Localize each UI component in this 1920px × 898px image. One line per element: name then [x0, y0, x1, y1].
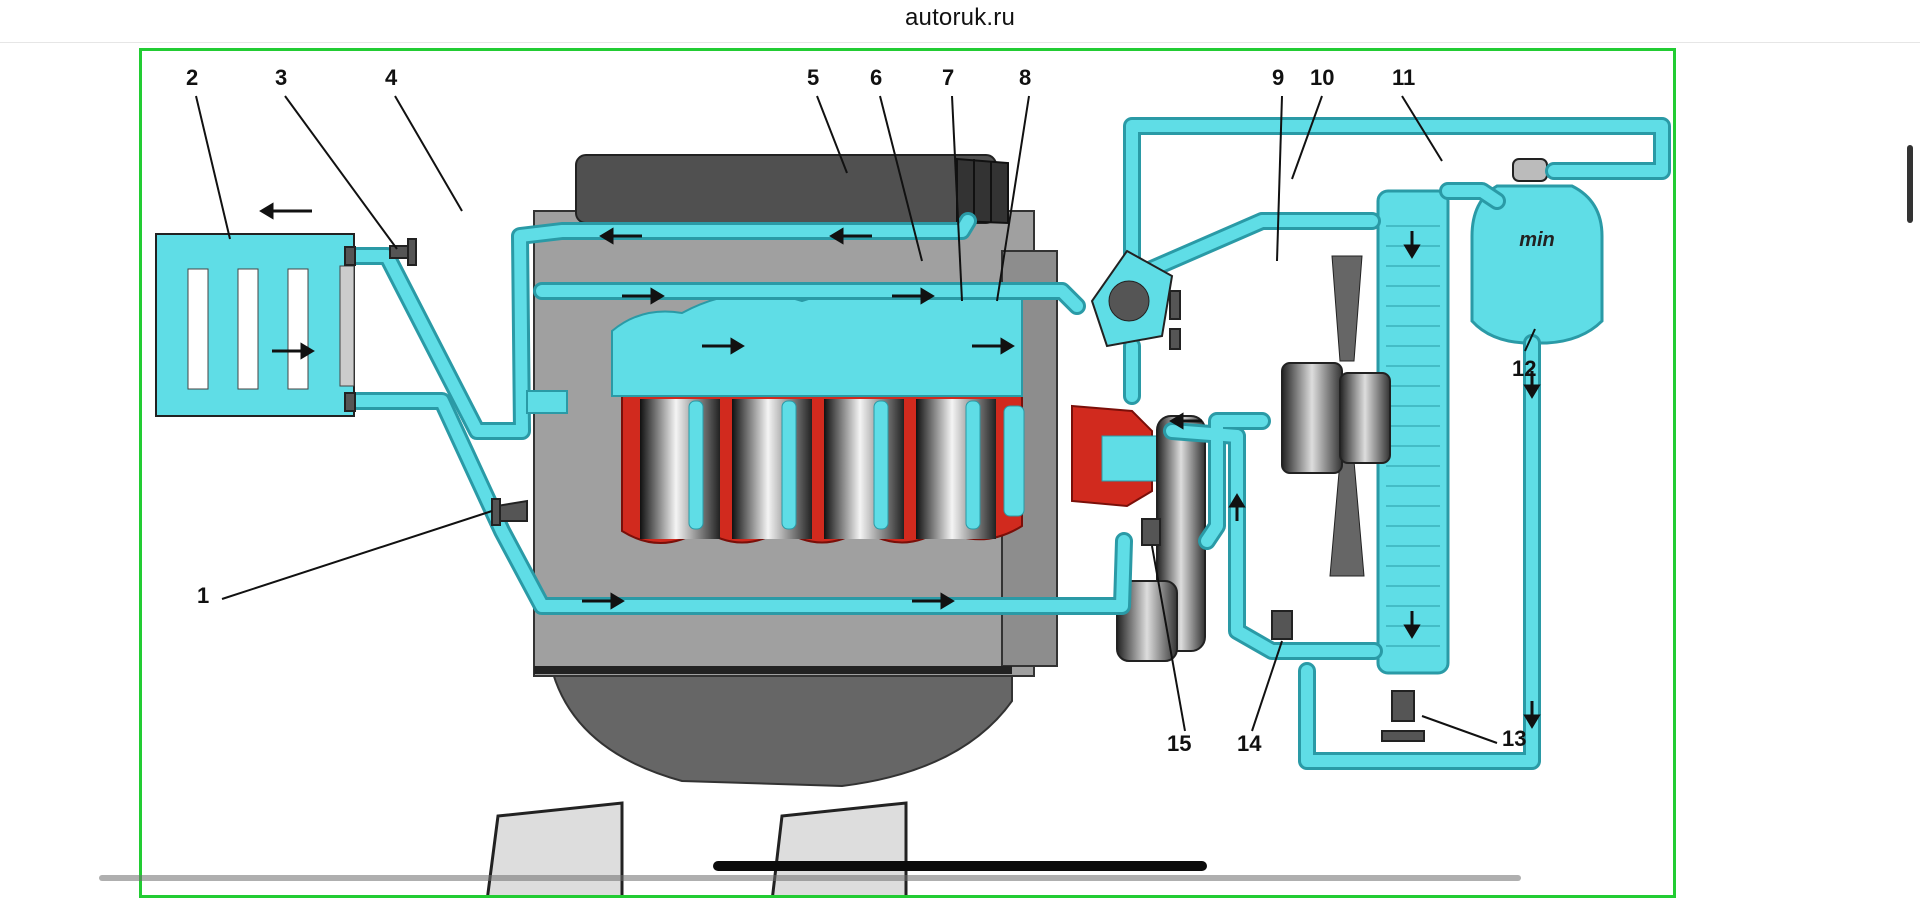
callout-1: 1 [197, 583, 209, 608]
home-indicator[interactable] [713, 861, 1207, 871]
url-text[interactable]: autoruk.ru [904, 4, 1016, 31]
callout-2: 2 [186, 65, 198, 90]
thermostat [1090, 249, 1174, 348]
tank-min-label: min [1519, 229, 1555, 251]
callout-9: 9 [1272, 65, 1284, 90]
expansion-tank: min [1470, 158, 1604, 345]
callout-3: 3 [275, 65, 287, 90]
fan [1281, 255, 1391, 577]
callout-6: 6 [870, 65, 882, 90]
leader-lines [195, 95, 1536, 744]
callout-15: 15 [1167, 731, 1191, 756]
cooling-system-diagram: min [139, 48, 1676, 898]
valves [344, 238, 1425, 742]
diagram-svg: min [155, 65, 1671, 895]
callout-8: 8 [1019, 65, 1031, 90]
browser-address-bar[interactable]: autoruk.ru [0, 0, 1920, 43]
callout-14: 14 [1237, 731, 1262, 756]
callout-labels: 1 2 3 4 5 6 7 8 9 10 11 12 13 14 15 [186, 65, 1536, 756]
heater-core [155, 233, 355, 417]
callout-5: 5 [807, 65, 819, 90]
callout-4: 4 [385, 65, 398, 90]
callout-12: 12 [1512, 356, 1536, 381]
callout-10: 10 [1310, 65, 1334, 90]
vertical-scrollbar[interactable] [1907, 145, 1913, 223]
callout-7: 7 [942, 65, 954, 90]
coolant-pipes-fill [351, 120, 1668, 767]
horizontal-scrollbar[interactable] [99, 875, 1521, 881]
flow-arrows [259, 202, 1541, 729]
callout-13: 13 [1502, 726, 1526, 751]
callout-11: 11 [1392, 65, 1415, 90]
engine-block [486, 154, 1206, 895]
